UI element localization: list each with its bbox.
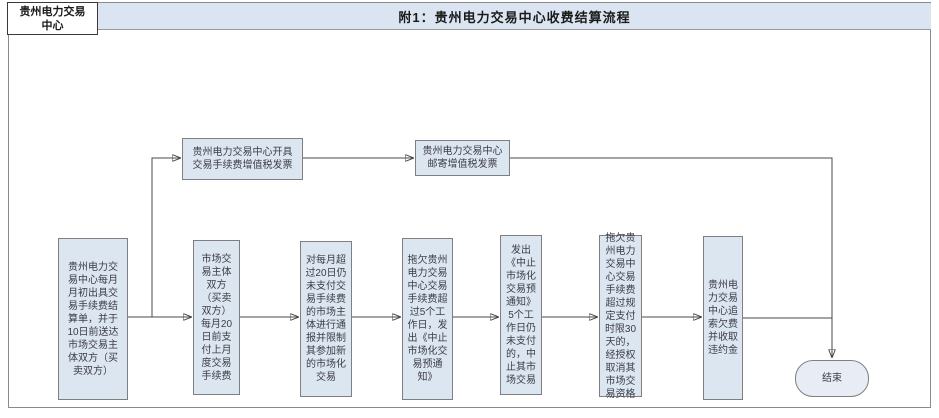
step-issue-vat-invoice: 贵州电力交易中心开具交易手续费增值税发票: [182, 138, 303, 180]
step-notify-restrict: 对每月超过20日仍未支付交易手续费的市场主体进行通报并限制其参加新的市场化交易: [300, 241, 352, 397]
step-issue-settlement-bill: 贵州电力交易中心每月月初出具交易手续费结算单，并于10日前送达市场交易主体双方（…: [58, 238, 128, 400]
end-terminator: 结束: [795, 360, 869, 397]
arrow-mail-to-end: [510, 157, 832, 358]
step-suspend-trading: 发出《中止市场化交易预通知》5个工作日仍未支付的，中止其市场交易: [500, 235, 542, 395]
step-pay-monthly-fee: 市场交易主体双方（买卖双方）每月20日前支付上月度交易手续费: [193, 240, 240, 395]
step-cancel-qualification: 拖欠贵州电力交易中心交易手续费超过规定支付时限30天的，经授权取消其市场交易资格: [599, 233, 642, 400]
step-pre-suspend-notice: 拖欠贵州电力交易中心交易手续费超过5个工作日，发出《中止市场化交易预通知》: [402, 238, 453, 400]
page-title: 附1：贵州电力交易中心收费结算流程: [98, 3, 931, 30]
page-frame: [8, 2, 931, 408]
step-recover-arrears: 贵州电力交易中心追索欠费并收取违约金: [703, 236, 743, 400]
step-mail-vat-invoice: 贵州电力交易中心邮寄增值税发票: [415, 140, 510, 176]
org-logo-box: 贵州电力交易中心: [7, 2, 98, 35]
arrow-branch-to-invoice: [151, 158, 181, 317]
